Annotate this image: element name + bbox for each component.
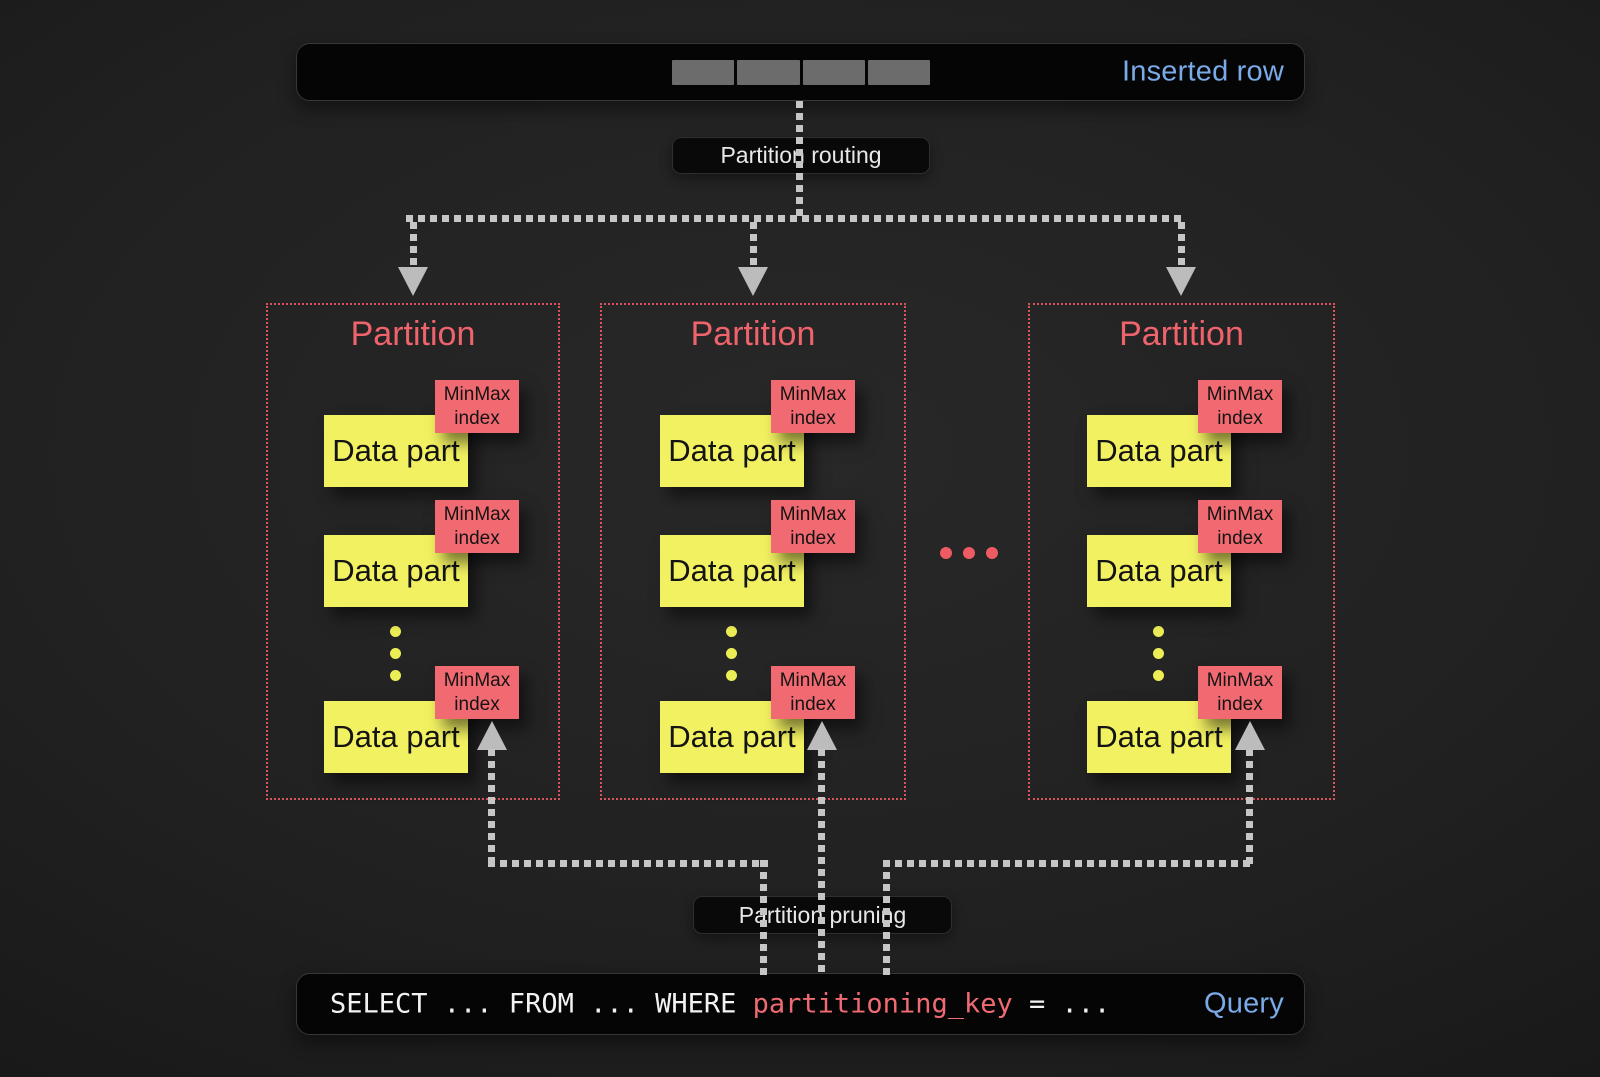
query-box: SELECT ... FROM ... WHERE partitioning_k… — [296, 973, 1305, 1035]
sql-suffix: = ... — [1012, 988, 1111, 1020]
connector-pruning-right-h — [883, 860, 1254, 867]
query-label: Query — [1204, 987, 1284, 1020]
minmax-line2: index — [454, 407, 500, 429]
partition-box-3: Partition MinMax index Data part MinMax … — [1028, 303, 1335, 800]
vertical-ellipsis-dot — [726, 626, 737, 637]
arrow-down-icon — [1166, 267, 1196, 296]
minmax-line2: index — [790, 693, 836, 715]
vertical-ellipsis-dot — [1153, 626, 1164, 637]
minmax-index-card: MinMax index — [771, 380, 855, 433]
vertical-ellipsis-dot — [1153, 648, 1164, 659]
minmax-line1: MinMax — [779, 669, 847, 691]
minmax-index-card: MinMax index — [1198, 666, 1282, 719]
sql-text: SELECT ... FROM ... WHERE partitioning_k… — [330, 989, 1110, 1020]
minmax-index-card: MinMax index — [1198, 500, 1282, 553]
connector-pruning-right-down — [883, 860, 890, 975]
arrow-down-icon — [398, 267, 428, 296]
minmax-line2: index — [790, 527, 836, 549]
minmax-index-card: MinMax index — [1198, 380, 1282, 433]
ellipsis-dot — [963, 547, 975, 559]
minmax-line1: MinMax — [443, 383, 511, 405]
sql-keyword: partitioning_key — [752, 988, 1013, 1020]
sql-prefix: SELECT ... FROM ... WHERE — [330, 988, 753, 1020]
minmax-line2: index — [1217, 407, 1263, 429]
connector-routing-branch — [406, 215, 1184, 222]
minmax-line1: MinMax — [443, 503, 511, 525]
row-segment-cell — [737, 60, 800, 85]
minmax-line2: index — [1217, 527, 1263, 549]
vertical-ellipsis-dot — [390, 670, 401, 681]
partition-title: Partition — [690, 315, 816, 353]
vertical-ellipsis-dot — [726, 670, 737, 681]
partition-title: Partition — [350, 315, 476, 353]
minmax-line2: index — [790, 407, 836, 429]
arrow-up-icon — [807, 721, 837, 750]
arrow-up-icon — [1235, 721, 1265, 750]
connector-branch-left — [410, 222, 417, 267]
minmax-line2: index — [454, 527, 500, 549]
row-segment-cell — [802, 60, 865, 85]
minmax-index-card: MinMax index — [771, 500, 855, 553]
row-segment-cell — [867, 60, 930, 85]
vertical-ellipsis-dot — [1153, 670, 1164, 681]
connector-branch-mid — [750, 222, 757, 267]
partition-ellipsis — [940, 547, 998, 559]
minmax-line1: MinMax — [779, 503, 847, 525]
connector-pruning-left-up — [488, 749, 495, 866]
connector-pruning-left-h — [488, 860, 768, 867]
partition-title: Partition — [1119, 315, 1244, 353]
vertical-ellipsis-dot — [726, 648, 737, 659]
row-segment-cell — [672, 60, 735, 85]
vertical-ellipsis-dot — [390, 648, 401, 659]
minmax-line1: MinMax — [1206, 383, 1274, 405]
minmax-index-card: MinMax index — [435, 666, 519, 719]
minmax-index-card: MinMax index — [435, 380, 519, 433]
inserted-row-box: Inserted row — [296, 43, 1305, 101]
minmax-line2: index — [454, 693, 500, 715]
connector-pruning-center — [818, 749, 825, 975]
minmax-line1: MinMax — [1206, 503, 1274, 525]
ellipsis-dot — [940, 547, 952, 559]
arrow-up-icon — [477, 721, 507, 750]
vertical-ellipsis-dot — [390, 626, 401, 637]
connector-branch-right — [1178, 222, 1185, 267]
ellipsis-dot — [986, 547, 998, 559]
minmax-line1: MinMax — [443, 669, 511, 691]
minmax-line1: MinMax — [1206, 669, 1274, 691]
partition-box-2: Partition MinMax index Data part MinMax … — [600, 303, 906, 800]
minmax-line1: MinMax — [779, 383, 847, 405]
row-segment-bar — [672, 60, 930, 85]
minmax-line2: index — [1217, 693, 1263, 715]
minmax-index-card: MinMax index — [435, 500, 519, 553]
minmax-index-card: MinMax index — [771, 666, 855, 719]
partition-box-1: Partition MinMax index Data part MinMax … — [266, 303, 560, 800]
connector-routing-stem — [796, 101, 803, 219]
connector-pruning-left-down — [760, 860, 767, 975]
connector-pruning-right-up — [1246, 749, 1253, 866]
arrow-down-icon — [738, 267, 768, 296]
inserted-row-label: Inserted row — [1122, 55, 1284, 88]
data-part-card: Data part — [324, 415, 468, 487]
